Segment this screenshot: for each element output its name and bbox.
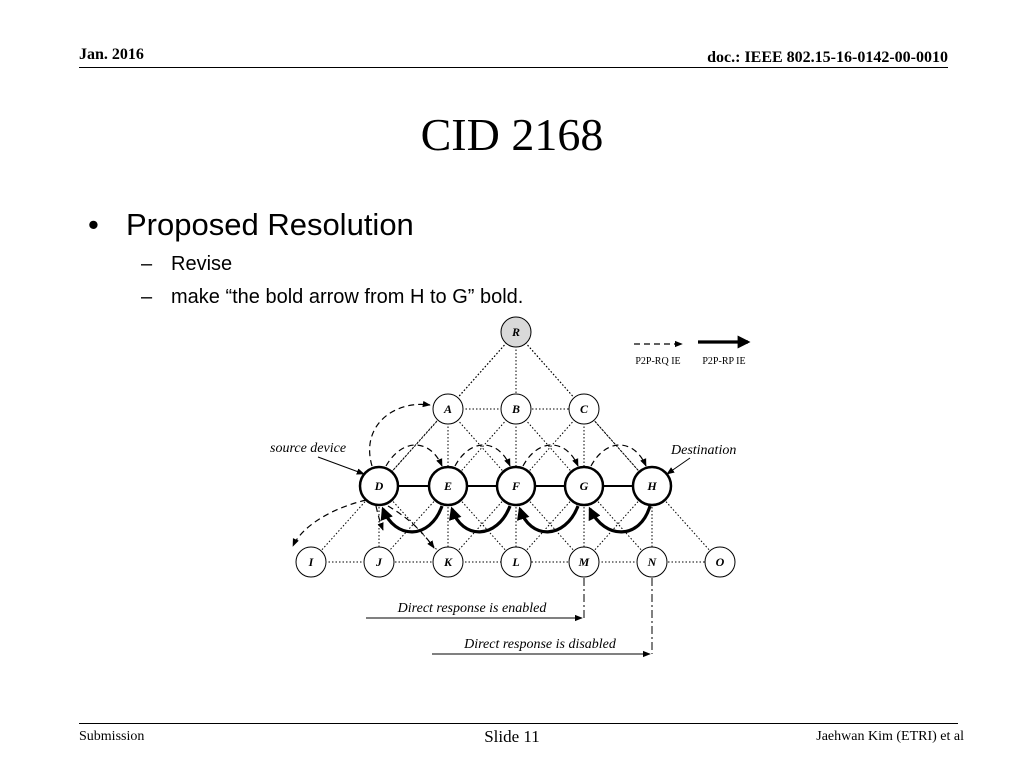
node-N: N	[636, 546, 668, 578]
node-J: J	[363, 546, 395, 578]
node-M: M	[568, 546, 600, 578]
node-H: H	[631, 465, 673, 507]
node-D: D	[358, 465, 400, 507]
destination-label: Destination	[670, 443, 736, 458]
bullet-proposed-resolution: • Proposed Resolution	[88, 207, 414, 243]
node-label: N	[647, 555, 658, 569]
node-label: I	[308, 555, 315, 569]
sub-bullet-revise: –Revise	[141, 253, 232, 276]
direct-response-enabled: Direct response is enabled	[366, 578, 585, 622]
header-doc-id: doc.: IEEE 802.15-16-0142-00-0010	[707, 49, 948, 66]
node-K: K	[432, 546, 464, 578]
sub-bullet-text: Revise	[171, 253, 233, 275]
node-label: A	[443, 402, 452, 416]
footer-author: Jaehwan Kim (ETRI) et al	[816, 729, 964, 744]
footer-slide-number: Slide 11	[484, 727, 540, 746]
sub-bullet-text: make “the bold arrow from H to G” bold.	[171, 286, 524, 308]
slide-title: CID 2168	[420, 109, 604, 160]
direct-response-enabled-label: Direct response is enabled	[397, 601, 548, 616]
legend-rq-label: P2P-RQ IE	[635, 356, 680, 367]
node-label: J	[375, 555, 383, 569]
node-label: D	[374, 479, 384, 493]
node-label: G	[580, 479, 589, 493]
source-device-label: source device	[270, 441, 346, 456]
node-label: R	[511, 325, 520, 339]
node-label: K	[443, 555, 453, 569]
node-C: C	[568, 393, 600, 425]
node-E: E	[427, 465, 469, 507]
node-L: L	[500, 546, 532, 578]
header-divider	[79, 67, 948, 68]
node-label: O	[716, 555, 725, 569]
dash-marker: –	[141, 286, 153, 308]
bullet-marker: •	[88, 207, 99, 242]
footer-divider	[79, 723, 958, 724]
response-arrows	[380, 505, 652, 534]
node-label: H	[646, 479, 657, 493]
bullet-text: Proposed Resolution	[126, 207, 414, 242]
legend: P2P-RQ IE P2P-RP IE	[634, 335, 751, 367]
node-G: G	[563, 465, 605, 507]
node-label: L	[511, 555, 519, 569]
header-date: Jan. 2016	[79, 46, 144, 63]
node-O: O	[704, 546, 736, 578]
sub-bullet-make-bold: –make “the bold arrow from H to G” bold.	[141, 286, 523, 309]
node-label: E	[443, 479, 452, 493]
node-label: F	[511, 479, 520, 493]
node-A: A	[432, 393, 464, 425]
node-B: B	[500, 393, 532, 425]
node-label: B	[511, 402, 520, 416]
node-I: I	[295, 546, 327, 578]
node-R: R	[500, 316, 532, 348]
node-label: C	[580, 402, 589, 416]
source-callout: source device	[270, 441, 365, 475]
destination-callout: Destination	[666, 443, 736, 475]
legend-rp-label: P2P-RP IE	[702, 356, 745, 367]
node-F: F	[495, 465, 537, 507]
node-label: M	[578, 555, 590, 569]
footer-submission: Submission	[79, 729, 145, 744]
direct-response-disabled-label: Direct response is disabled	[463, 637, 617, 652]
dash-marker: –	[141, 253, 153, 275]
direct-response-disabled: Direct response is disabled	[432, 578, 653, 658]
